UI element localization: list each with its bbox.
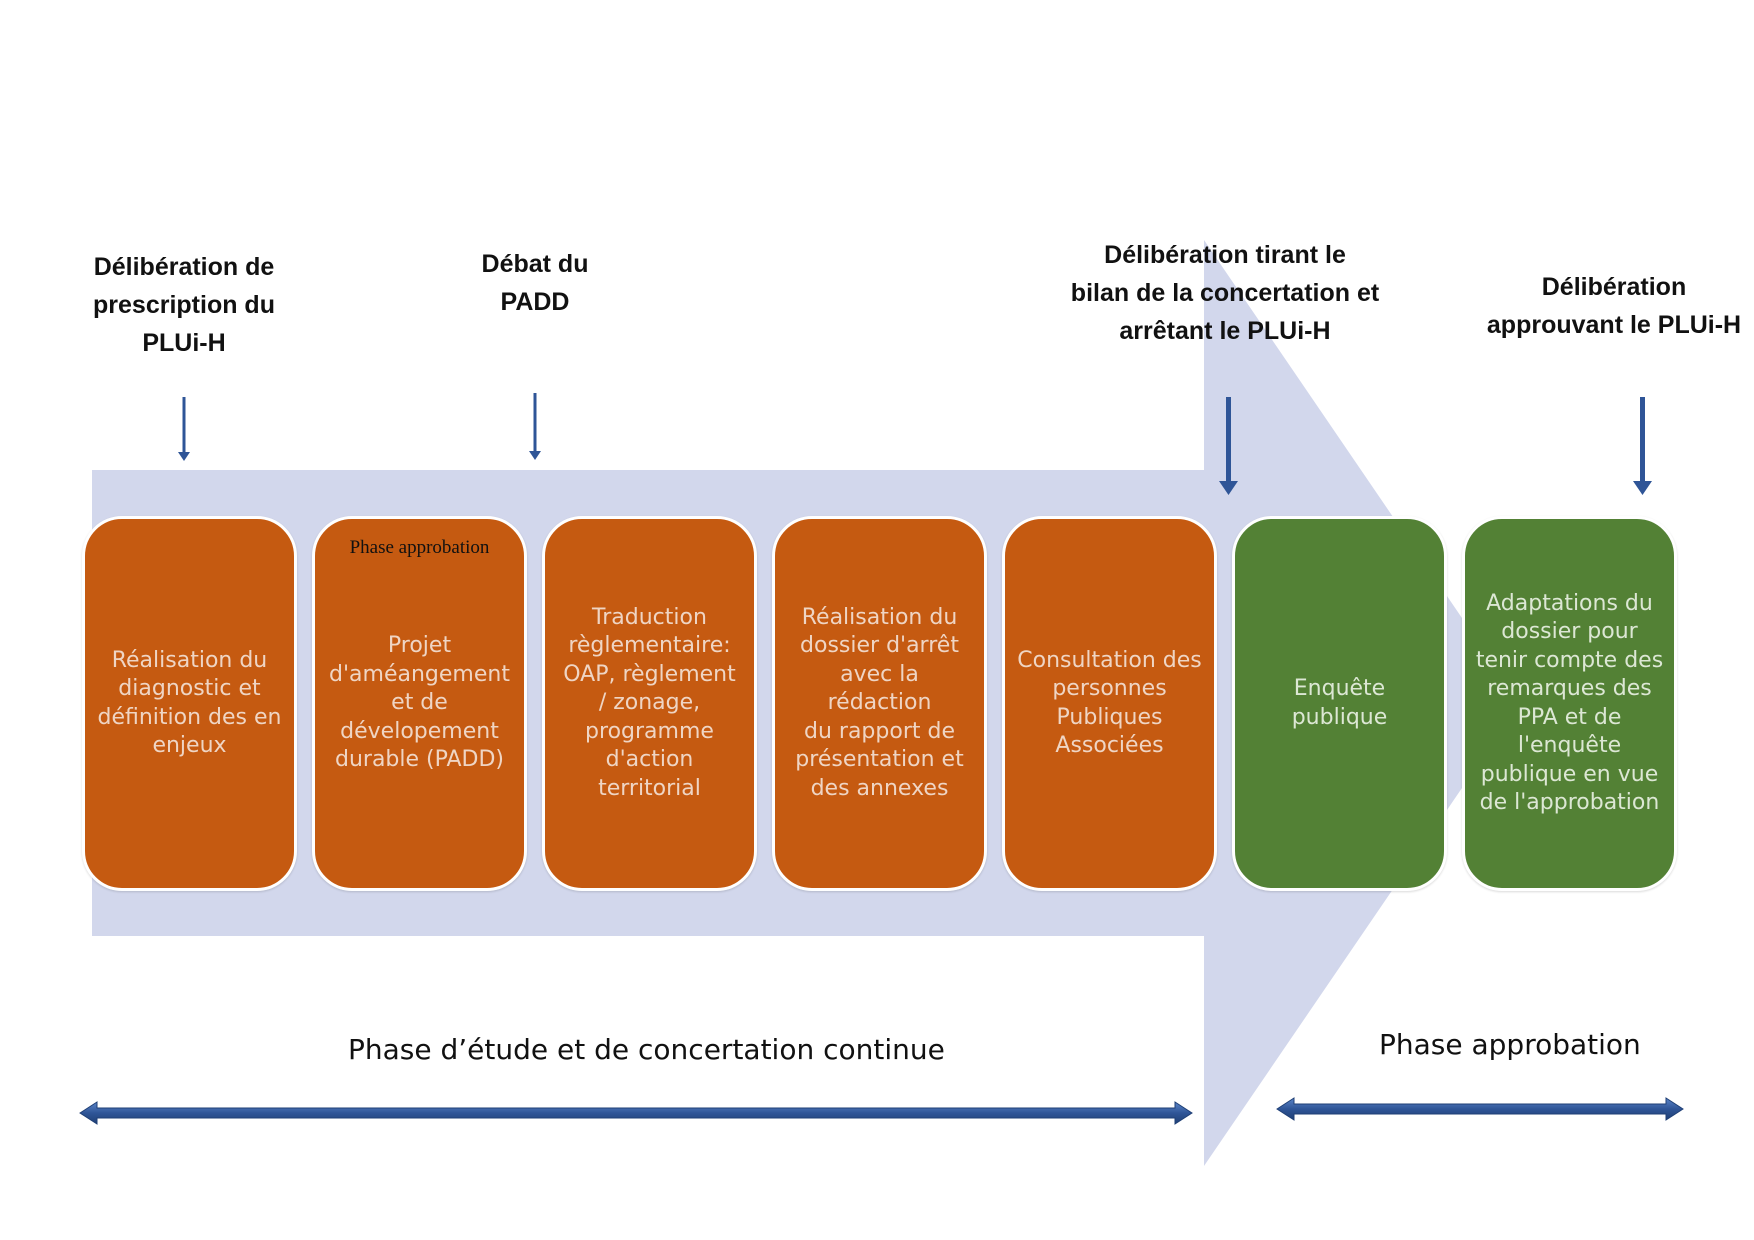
step-padd-label: Projet d'améangement et de dévelopement … <box>329 633 510 773</box>
step-diagnostic-label: Réalisation du diagnostic et définition … <box>97 647 282 759</box>
step-consultation: Consultation des personnes Publiques Ass… <box>1002 516 1217 891</box>
step-enquete: Enquête publique <box>1232 516 1447 891</box>
step-consultation-label: Consultation des personnes Publiques Ass… <box>1017 647 1202 759</box>
step-enquete-label: Enquête publique <box>1291 676 1388 730</box>
step-adaptations: Adaptations du dossier pour tenir compte… <box>1462 516 1677 891</box>
milestone-arrow-padd <box>529 393 541 460</box>
step-diagnostic: Réalisation du diagnostic et définition … <box>82 516 297 891</box>
milestone-arrow-prescription <box>178 397 190 461</box>
phase-approbation-double-arrow <box>1276 1097 1684 1121</box>
step-traduction: Traduction règlementaire: OAP, règlement… <box>542 516 757 891</box>
milestone-arrow-arret <box>1219 397 1238 495</box>
milestone-label-approbation: Délibération approuvant le PLUi-H <box>1486 273 1742 339</box>
milestone-label-arret: Délibération tirant le bilan de la conce… <box>1070 241 1380 345</box>
step-traduction-label: Traduction règlementaire: OAP, règlement… <box>563 604 736 801</box>
step-dossier-arret-label: Réalisation du dossier d'arrêt avec la r… <box>795 604 964 801</box>
step-dossier-arret: Réalisation du dossier d'arrêt avec la r… <box>772 516 987 891</box>
phase-etude-double-arrow <box>79 1101 1193 1125</box>
milestone-label-prescription: Délibération de prescription du PLUi-H <box>93 253 275 357</box>
phase-approbation-label: Phase approbation <box>1379 1028 1641 1061</box>
phase-etude-label: Phase d’étude et de concertation continu… <box>348 1033 945 1066</box>
milestone-label-padd: Débat du PADD <box>481 250 589 316</box>
milestone-arrow-approbation <box>1633 397 1652 495</box>
step-padd: Phase approbation Projet d'améangement e… <box>312 516 527 891</box>
step-adaptations-label: Adaptations du dossier pour tenir compte… <box>1475 590 1664 816</box>
step-padd-note: Phase approbation <box>349 537 490 558</box>
